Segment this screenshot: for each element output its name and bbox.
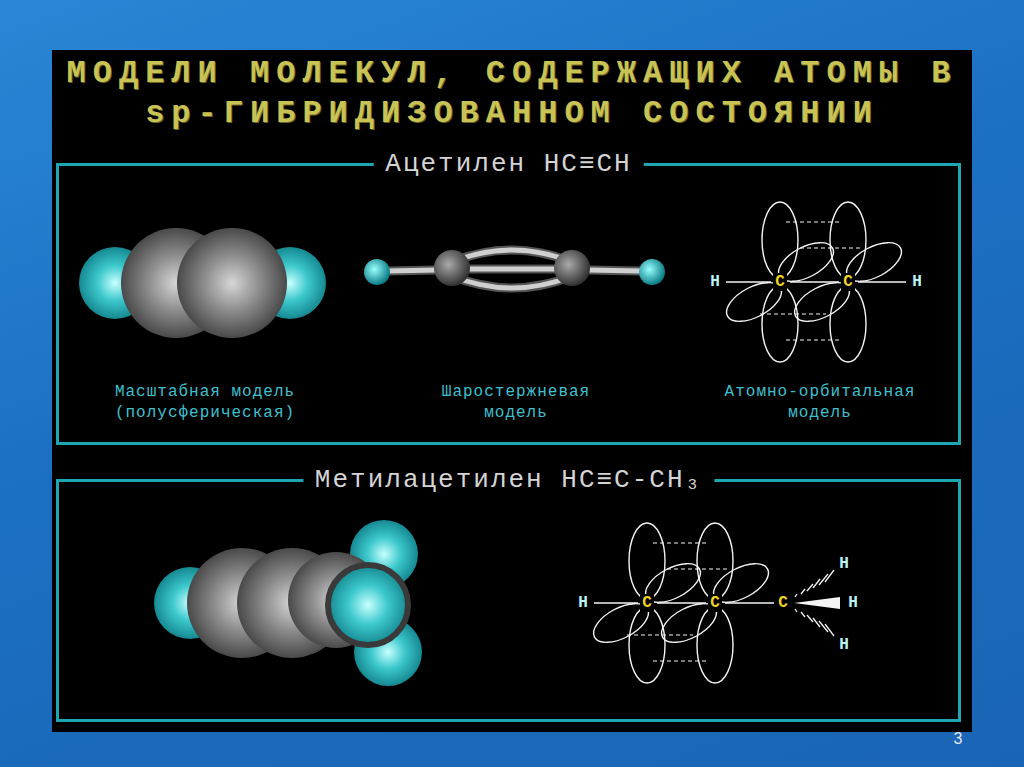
atom-label: C	[776, 594, 790, 612]
model-caption: Шаростержневая модель	[425, 382, 607, 424]
model-caption: Масштабная модель (полусферическая)	[74, 382, 336, 424]
space-filling-model	[79, 228, 326, 338]
atom-label: C	[640, 594, 654, 612]
panel-heading: Ацетилен HC≡CH	[373, 148, 643, 180]
atom-label: C	[773, 273, 787, 291]
space-filling-model	[154, 520, 422, 686]
model-caption: Атомно-орбитальная модель	[713, 382, 928, 424]
board	[52, 50, 972, 732]
panel-heading: Метилацетилен HC≡C-CH₃	[303, 464, 714, 496]
atom-label: H	[837, 555, 851, 573]
orbital-model	[720, 202, 907, 362]
atom-label: H	[837, 636, 851, 654]
atom-label: C	[708, 594, 722, 612]
atom-label: H	[708, 273, 722, 291]
ball-stick-model	[364, 250, 665, 288]
orbital-model	[587, 523, 840, 683]
atom-label: H	[910, 273, 924, 291]
slide-title: МОДЕЛИ МОЛЕКУЛ, СОДЕРЖАЩИХ АТОМЫ В sp-ГИ…	[62, 54, 962, 134]
molecule-panel: Метилацетилен HC≡C-CH₃	[56, 479, 961, 722]
atom-label: H	[576, 594, 590, 612]
slide-number: 3	[954, 730, 963, 748]
atom-label: H	[846, 594, 860, 612]
atom-label: C	[841, 273, 855, 291]
molecule-panel: Ацетилен HC≡CH	[56, 163, 961, 445]
